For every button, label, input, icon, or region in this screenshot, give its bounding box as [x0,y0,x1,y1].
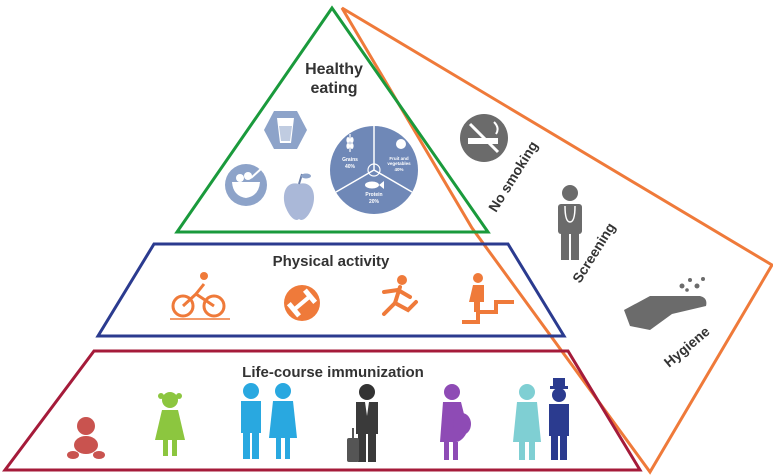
prevention-panel-border [340,6,773,475]
wheat-icon [346,134,354,152]
fish-icon [365,181,384,189]
plate-grains-label: Grains [342,157,358,163]
healthy-eating-tier-border [174,5,491,234]
plate-divider-right [373,169,413,193]
plate-grains-pct: 40% [345,164,356,170]
healthy-eating-title-line2: eating [310,80,357,97]
hand-wash-icon [624,277,707,330]
physical-activity-tier-border [95,242,567,338]
apple-icon [283,173,315,220]
plate-protein-label: Protein [365,192,382,198]
small-apple-icon [396,139,406,149]
plate-fruit-label-line1: Fruit and [389,156,408,161]
plate-protein-pct: 20% [369,199,380,205]
pregnant-woman-icon [440,384,471,460]
water-glass-icon [264,111,307,149]
life-course-immunization-tier-border [2,349,643,472]
physical-activity-title: Physical activity [273,253,390,270]
cyclist-icon [170,272,230,320]
stair-climber-icon [462,273,514,324]
baby-icon [67,417,105,459]
traveler-icon [347,384,378,462]
life-course-immunization-title: Life-course immunization [242,364,424,381]
runner-icon [382,275,418,316]
young-couple-icon [241,383,297,459]
doctor-icon [558,185,582,260]
healthy-eating-title-line1: Healthy [305,61,363,78]
elderly-couple-icon [513,378,569,460]
girl-icon [155,392,185,456]
no-smoking-icon [460,114,508,162]
food-bowl-icon [225,164,267,206]
food-plate-icon: Grains 40% Fruit and vegetables 40% Prot… [330,126,418,214]
plate-fruit-pct: 40% [394,167,403,172]
plate-divider-left [335,169,375,193]
dumbbell-icon [284,285,320,321]
hygiene-label: Hygiene [661,323,713,370]
plate-fruit-label-line2: vegetables [387,161,411,166]
